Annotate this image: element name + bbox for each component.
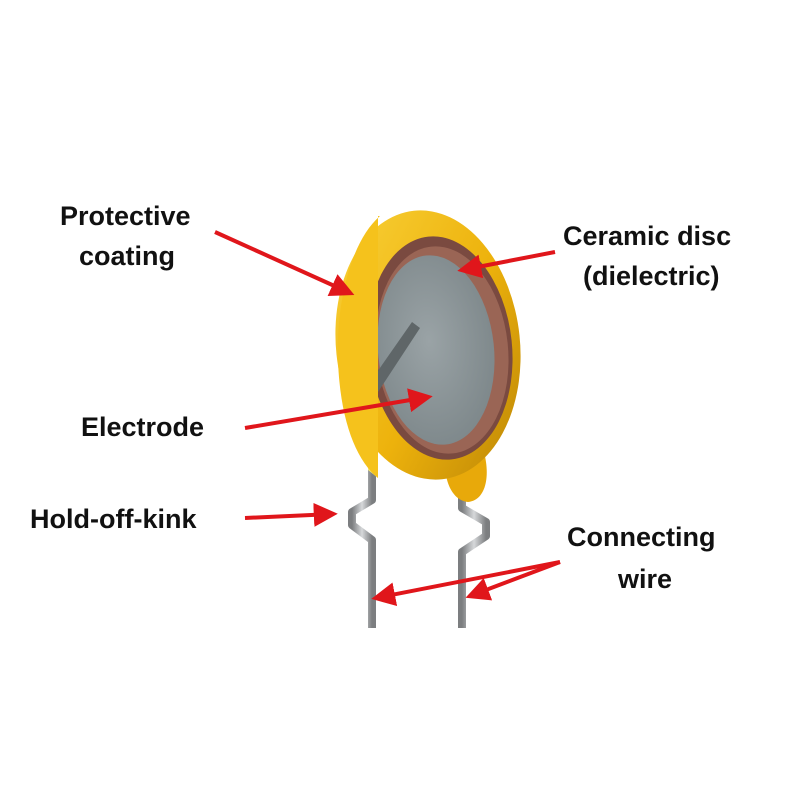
label-protective-coating-line2: coating [79, 241, 175, 271]
arrow-electrode [244, 388, 433, 430]
electrode [377, 255, 495, 445]
label-ceramic-disc-line2: (dielectric) [583, 261, 720, 291]
label-electrode: Electrode [81, 412, 204, 442]
label-hold-off-kink: Hold-off-kink [30, 504, 197, 534]
left-wire [348, 380, 376, 628]
label-ceramic-disc-line1: Ceramic disc [563, 221, 731, 251]
right-wire [458, 480, 490, 628]
coating-cut-face [337, 216, 380, 478]
connecting-wires [348, 380, 490, 628]
arrow-ceramic-disc [457, 250, 556, 279]
arrow-protective-coating [214, 230, 355, 297]
arrow-connecting-wire-right [465, 560, 561, 601]
label-connecting-wire-line2: wire [617, 564, 672, 594]
label-protective-coating-line1: Protective [60, 201, 191, 231]
label-connecting-wire-line1: Connecting [567, 522, 716, 552]
capacitor-body [335, 210, 521, 502]
arrow-hold-off-kink [244, 502, 338, 527]
electrode-lead-tab [368, 322, 420, 392]
arrow-connecting-wire-left [371, 560, 561, 607]
labels: Protective coating Ceramic disc (dielect… [30, 201, 731, 594]
arrows [214, 230, 561, 607]
